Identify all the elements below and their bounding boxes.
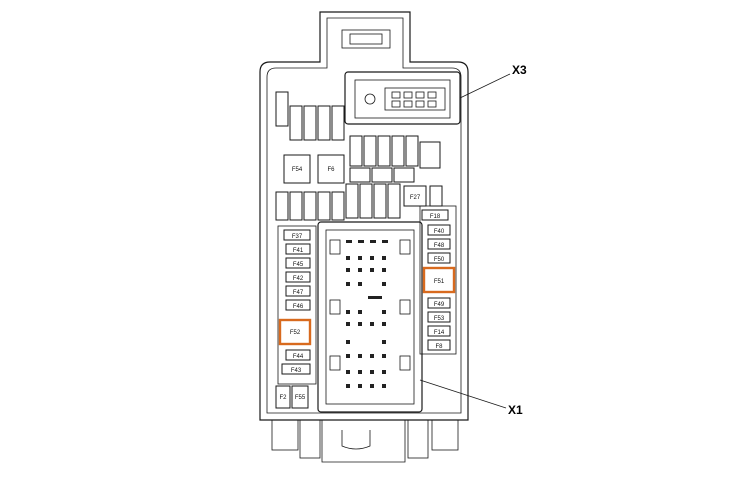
fuse-f45 <box>285 257 311 269</box>
fuse-f47 <box>285 285 311 297</box>
fuse-f6-label: F6 <box>327 167 335 173</box>
fuse-f44-label: F44 <box>293 354 304 360</box>
fuse-f42 <box>285 271 311 283</box>
fuse-f51-label: F51 <box>434 279 445 285</box>
top-tab-slot-inner <box>349 33 383 45</box>
fuse-f55-label: F55 <box>295 395 306 401</box>
left-fuse-column: F37 F41 F45 F42 F47 F46 F52 F44 F43 <box>277 225 317 385</box>
fuse-f54 <box>283 154 311 184</box>
x1-leader-line <box>419 379 507 409</box>
callout-x3: X3 <box>512 63 527 77</box>
fuse-f18-label: F18 <box>430 214 441 220</box>
fuse-f37-label: F37 <box>292 234 303 240</box>
fuse-f40-label: F40 <box>434 229 445 235</box>
connector-x1 <box>317 221 423 413</box>
fuse-f44 <box>285 349 311 361</box>
fuse-f50 <box>427 252 451 264</box>
fuse-f45-label: F45 <box>293 262 304 268</box>
fuse-f27-side <box>429 185 443 207</box>
x3-leader-line <box>459 73 511 99</box>
fuse-f27-label: F27 <box>410 195 421 201</box>
connector-x3 <box>344 71 461 125</box>
fuse-f50-label: F50 <box>434 257 445 263</box>
fuse-f54-label: F54 <box>292 167 303 173</box>
upper-middle-fuses <box>349 135 441 183</box>
fuse-f2 <box>275 385 291 409</box>
fuse-f51 <box>422 266 456 294</box>
fuse-f18 <box>421 209 449 221</box>
fuse-f27 <box>403 185 427 207</box>
lower-middle-fuses <box>275 183 401 221</box>
fuse-f46 <box>285 299 311 311</box>
fuse-f55 <box>291 385 309 409</box>
fuse-f6 <box>317 154 345 184</box>
fuse-f48-label: F48 <box>434 243 445 249</box>
fuse-f53 <box>427 311 451 323</box>
fuse-f49-label: F49 <box>434 302 445 308</box>
fuse-f52 <box>278 318 312 346</box>
bottom-mounts <box>271 419 459 463</box>
fuse-f41-label: F41 <box>293 248 304 254</box>
fuse-f43 <box>281 363 311 375</box>
fuse-f48 <box>427 238 451 250</box>
right-fuse-column: F18 F40 F48 F50 F51 F49 F53 F14 F8 <box>419 205 457 355</box>
fuse-f53-label: F53 <box>434 316 445 322</box>
fuse-f41 <box>285 243 311 255</box>
top-tab-slot <box>341 29 391 49</box>
fuse-f8 <box>427 339 451 351</box>
fuse-f14-label: F14 <box>434 330 445 336</box>
fuse-f47-label: F47 <box>293 290 304 296</box>
fuse-f43-label: F43 <box>291 368 302 374</box>
callout-x1: X1 <box>508 403 523 417</box>
fuse-f14 <box>427 325 451 337</box>
fuse-f40 <box>427 224 451 236</box>
housing-outline <box>259 11 469 421</box>
fuse-f49 <box>427 297 451 309</box>
fuse-f8-label: F8 <box>435 344 443 350</box>
fuse-f2-label: F2 <box>279 395 287 401</box>
housing-inner-outline <box>266 17 462 414</box>
fuse-f46-label: F46 <box>293 304 304 310</box>
fuse-f52-label: F52 <box>290 330 301 336</box>
fuse-f42-label: F42 <box>293 276 304 282</box>
fuse-f37 <box>283 229 311 241</box>
top-left-fuses <box>275 91 345 141</box>
